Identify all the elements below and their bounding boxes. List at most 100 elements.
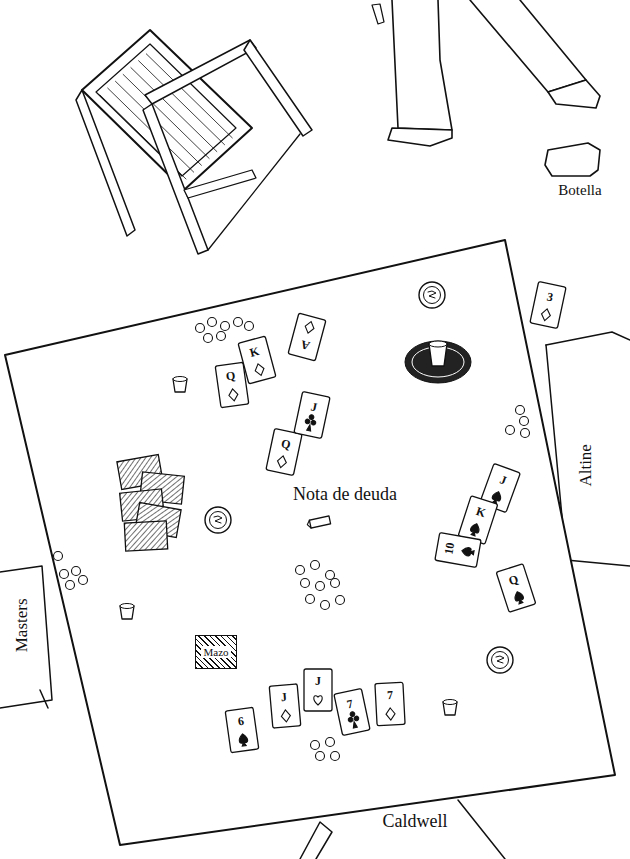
shot-glass [120,604,134,620]
card-rank: J [309,400,318,414]
chip [196,324,205,333]
chip [79,576,88,585]
bottle [545,143,600,176]
ashtray [405,341,471,383]
deck-label: Mazo [201,646,230,658]
chip-inner [492,652,509,669]
object-label: Botella [558,182,601,199]
chip [326,738,335,747]
card-face [294,392,330,439]
chair-leg [143,104,208,254]
shoe [548,80,600,108]
glass-rim [173,377,187,382]
chip [336,596,345,605]
suit-symbol [386,708,396,720]
chip [311,561,320,570]
large-chip [205,507,231,533]
card-rank: Q [507,573,520,588]
suit-symbol [276,455,287,469]
suit-symbol [254,363,266,377]
walking-person [372,0,600,146]
card-rank: 10 [443,542,458,556]
playing-card [269,684,301,728]
playing-card [496,564,536,613]
chip-mark [214,516,222,523]
card-face [304,669,332,711]
chip [60,570,69,579]
card-rank: A [299,337,311,352]
suit-symbol [281,710,291,723]
chip [321,601,330,610]
card-face [530,282,566,329]
chip-rim [419,282,445,308]
large-chip [487,647,513,673]
playing-card [375,682,405,725]
chip [208,318,217,327]
player-name: Altine [577,444,596,487]
card-rank: J [498,473,508,487]
chip-rim [205,507,231,533]
suit-symbol [238,733,248,746]
playing-card [294,392,330,439]
chip [316,752,325,761]
suit-symbol [461,547,474,557]
chair-caldwell [300,822,332,859]
chip-mark [428,291,436,298]
suit-symbol [228,388,239,401]
card-rank: 7 [346,697,355,711]
chip [245,322,254,331]
chair-leg [244,40,312,136]
glass-rim [443,700,457,705]
playing-card [238,336,276,384]
poker-chips [54,318,530,761]
playing-card [225,707,259,752]
discard-card [124,521,167,551]
chip [311,741,320,750]
chip [331,752,340,761]
player-name: Masters [13,598,32,652]
playing-card [215,362,249,407]
card-rank: 7 [386,689,393,702]
card-rank: J [281,691,288,705]
chip [331,579,340,588]
chip-inner [424,287,441,304]
card-rank: K [474,505,487,520]
playing-cards [215,282,566,753]
card-face [375,682,405,725]
suit-symbol [347,711,361,729]
ashtray-glass [405,341,471,383]
chip [301,579,310,588]
chip-mark [496,656,504,663]
table-top [5,240,615,845]
glass-rim [120,604,134,609]
suit-symbol [540,308,551,322]
trouser-leg [470,0,586,92]
chair-masters [0,566,52,708]
chair-rail [184,170,256,198]
note-paper [309,516,330,528]
chip [306,595,315,604]
card-rank: 3 [545,290,554,304]
glass-rim [429,341,447,347]
shot-glass [173,377,187,393]
trouser-leg [392,0,452,130]
chip [204,334,213,343]
suit-symbol [469,523,481,537]
chair-masters-leg [40,690,48,708]
chip-inner [210,512,227,529]
playing-card [266,429,302,476]
card-face [266,429,302,476]
chip [54,552,63,561]
shoe [388,128,452,146]
chip [221,322,230,331]
chip [316,582,325,591]
chip [234,318,243,327]
chip [326,571,335,580]
object-label: Nota de deuda [293,485,397,505]
chair-caldwell [458,800,505,859]
card-rank: Q [280,437,292,452]
suit-symbol [304,320,316,334]
card-face [215,362,249,407]
